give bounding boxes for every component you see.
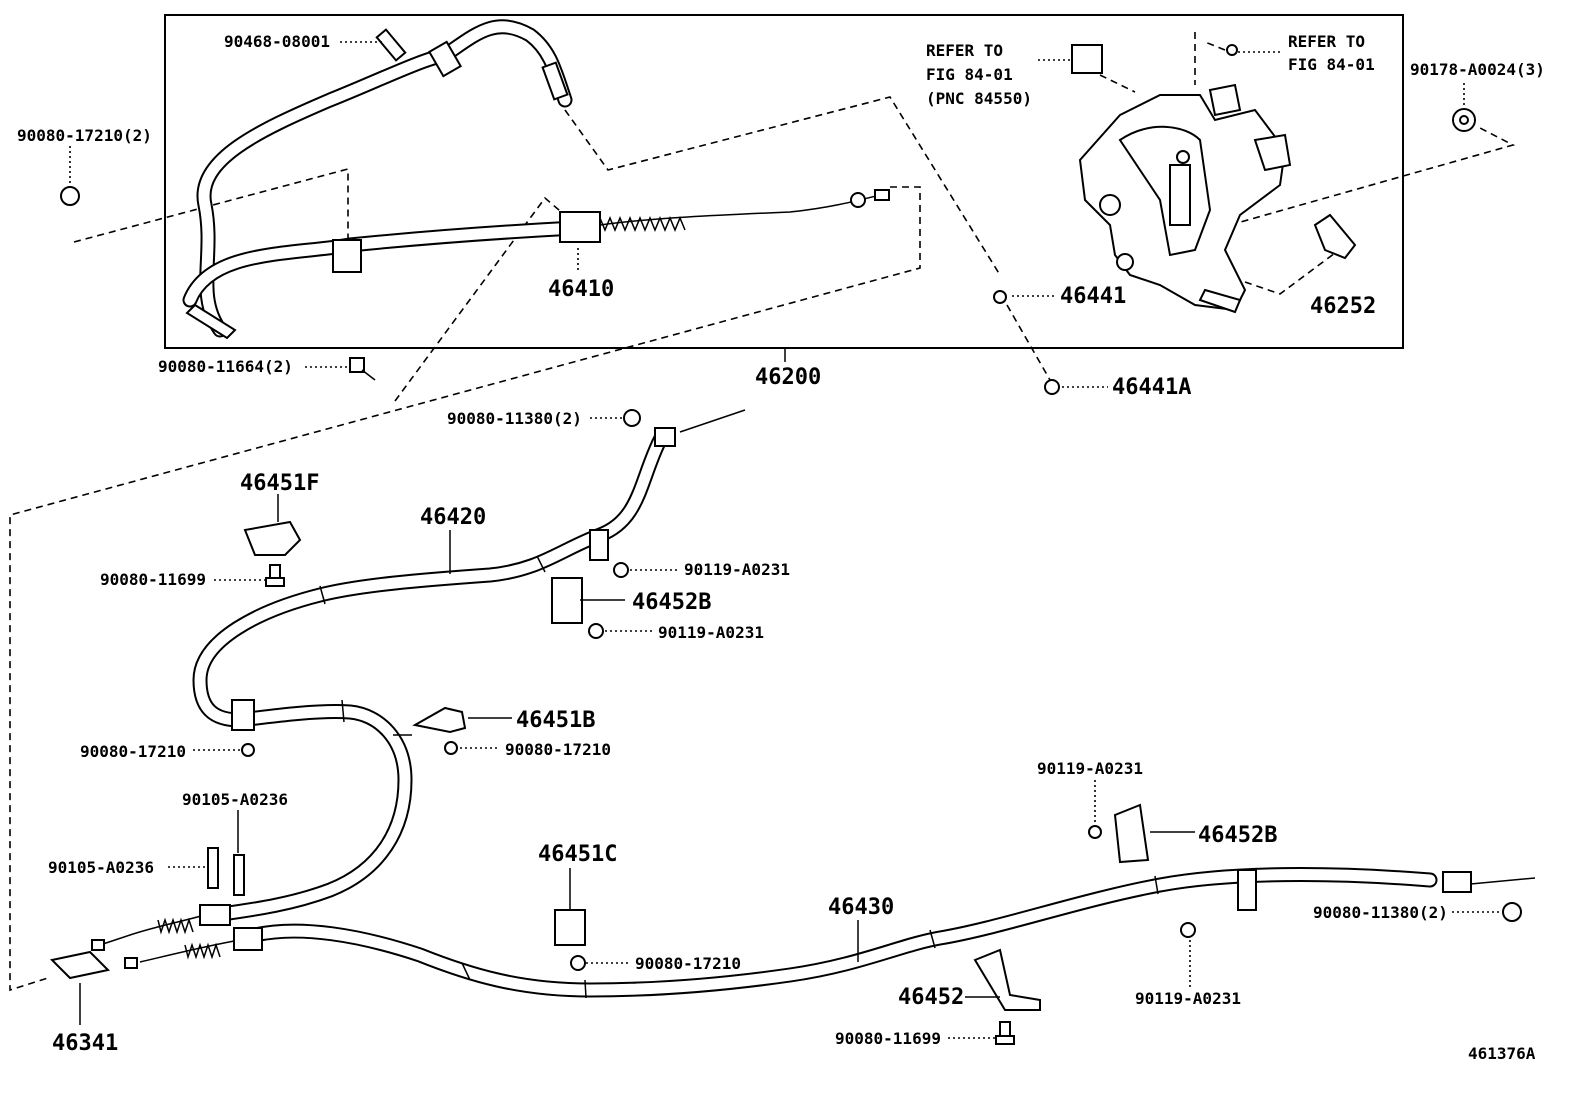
label-46452B-b: 46452B <box>1198 823 1277 848</box>
refer-left-line2: FIG 84-01 <box>926 65 1013 84</box>
label-90080-17210-c: 90080-17210 <box>635 954 741 973</box>
refer-left-line1: REFER TO <box>926 41 1003 60</box>
label-90080-11699-left: 90080-11699 <box>100 570 206 589</box>
label-46410: 46410 <box>548 277 614 302</box>
label-46200: 46200 <box>755 365 821 390</box>
label-46452: 46452 <box>898 985 964 1010</box>
label-46420: 46420 <box>420 505 486 530</box>
label-90080-17210-2: 90080-17210(2) <box>17 126 152 145</box>
label-90080-17210-b: 90080-17210 <box>80 742 186 761</box>
label-90105-A0236-a: 90105-A0236 <box>182 790 288 809</box>
label-90468-08001: 90468-08001 <box>224 32 330 51</box>
refer-right-line2: FIG 84-01 <box>1288 55 1375 74</box>
label-90080-11380-2-top: 90080-11380(2) <box>447 409 582 428</box>
switch-part <box>1071 44 1103 74</box>
label-90119-A0231-c: 90119-A0231 <box>1037 759 1143 778</box>
label-90178-A0024-3: 90178-A0024(3) <box>1410 60 1545 79</box>
label-46441A: 46441A <box>1112 375 1191 400</box>
label-90080-11699-bottom: 90080-11699 <box>835 1029 941 1048</box>
label-90080-17210-a: 90080-17210 <box>505 740 611 759</box>
refer-right-line1: REFER TO <box>1288 32 1365 51</box>
parking-brake-pedal-assembly <box>1078 83 1292 314</box>
diagram-id: 461376A <box>1468 1044 1536 1063</box>
label-90080-11380-2-right: 90080-11380(2) <box>1313 903 1448 922</box>
label-90080-11664-2: 90080-11664(2) <box>158 357 293 376</box>
refer-left-line3: (PNC 84550) <box>926 89 1032 108</box>
label-90105-A0236-b: 90105-A0236 <box>48 858 154 877</box>
label-90119-A0231-b: 90119-A0231 <box>658 623 764 642</box>
assembly-box <box>164 14 1404 349</box>
label-46341: 46341 <box>52 1031 118 1056</box>
label-46452B-a: 46452B <box>632 590 711 615</box>
label-46441: 46441 <box>1060 284 1126 309</box>
label-46451F: 46451F <box>240 471 319 496</box>
label-46252: 46252 <box>1310 294 1376 319</box>
label-90119-A0231-a: 90119-A0231 <box>684 560 790 579</box>
label-90119-A0231-d: 90119-A0231 <box>1135 989 1241 1008</box>
label-46430: 46430 <box>828 895 894 920</box>
label-46451B: 46451B <box>516 708 595 733</box>
label-46451C: 46451C <box>538 842 617 867</box>
